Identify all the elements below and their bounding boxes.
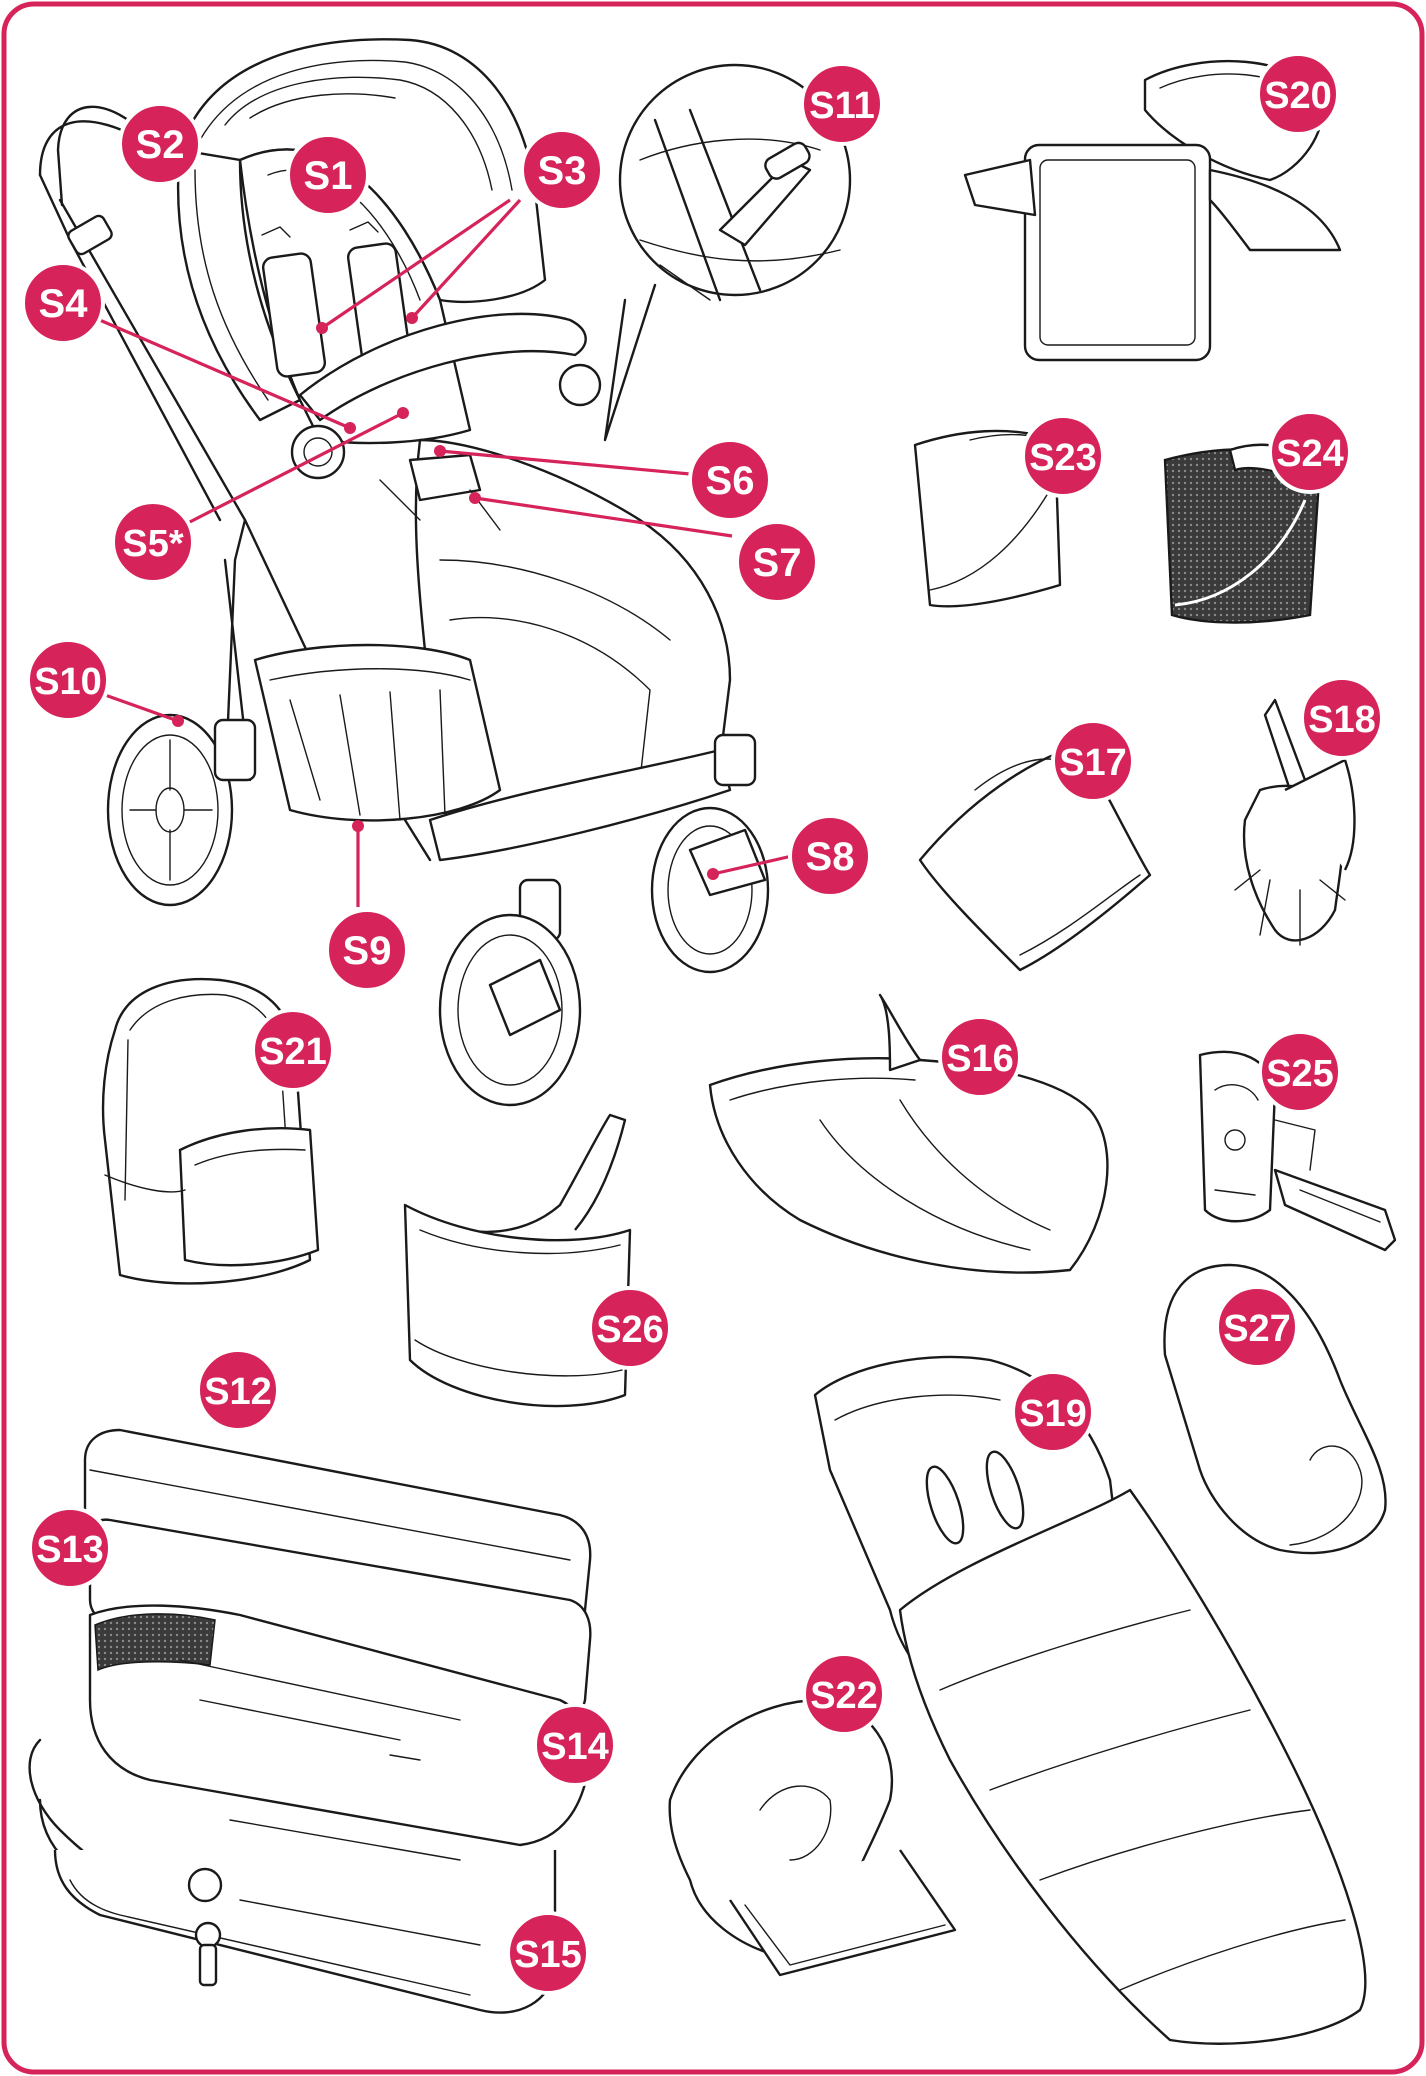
label-badge-s4: S4 bbox=[21, 261, 105, 345]
label-badge-s23: S23 bbox=[1021, 414, 1105, 498]
label-badge-s8: S8 bbox=[788, 814, 872, 898]
label-badge-s7: S7 bbox=[735, 520, 819, 604]
label-badge-s15: S15 bbox=[506, 1911, 590, 1995]
label-badge-s6: S6 bbox=[688, 438, 772, 522]
label-badge-s17: S17 bbox=[1051, 719, 1135, 803]
label-s17: S17 bbox=[1059, 742, 1127, 784]
label-badge-s14: S14 bbox=[533, 1703, 617, 1787]
label-badge-s26: S26 bbox=[588, 1286, 672, 1370]
label-s5: S5* bbox=[122, 523, 183, 565]
label-s26: S26 bbox=[596, 1309, 664, 1351]
s26-changing-bag-illustration bbox=[403, 1113, 632, 1408]
carrycot-illustration bbox=[28, 1428, 592, 2014]
label-s8: S8 bbox=[806, 835, 855, 879]
label-badge-s20: S20 bbox=[1256, 52, 1340, 136]
label-s7: S7 bbox=[753, 541, 802, 585]
label-s14: S14 bbox=[541, 1726, 609, 1768]
s21-backpack-illustration bbox=[101, 977, 320, 1285]
label-badge-s13: S13 bbox=[28, 1506, 112, 1590]
label-s2: S2 bbox=[136, 123, 185, 167]
label-s23: S23 bbox=[1029, 437, 1097, 479]
label-badge-s22: S22 bbox=[802, 1652, 886, 1736]
s22-head-support-illustration bbox=[668, 1698, 957, 1977]
s25-adapter-illustration bbox=[1198, 1050, 1397, 1252]
label-badge-s21: S21 bbox=[251, 1008, 335, 1092]
label-s11: S11 bbox=[809, 85, 875, 127]
label-s21: S21 bbox=[259, 1031, 327, 1073]
label-badge-s5: S5* bbox=[111, 500, 195, 584]
s20-organiser-illustration bbox=[963, 59, 1342, 362]
label-s16: S16 bbox=[946, 1038, 1014, 1080]
label-s13: S13 bbox=[36, 1529, 104, 1571]
label-badge-s24: S24 bbox=[1268, 410, 1352, 494]
label-badge-s18: S18 bbox=[1300, 676, 1384, 760]
label-badge-s10: S10 bbox=[26, 638, 110, 722]
label-badge-s16: S16 bbox=[938, 1015, 1022, 1099]
label-badge-s19: S19 bbox=[1011, 1370, 1095, 1454]
label-s25: S25 bbox=[1266, 1053, 1334, 1095]
label-s9: S9 bbox=[343, 929, 392, 973]
label-badge-s25: S25 bbox=[1258, 1030, 1342, 1114]
label-s12: S12 bbox=[204, 1371, 272, 1413]
label-badge-s2: S2 bbox=[118, 102, 202, 186]
label-s24: S24 bbox=[1276, 433, 1344, 475]
label-badge-s1: S1 bbox=[286, 133, 370, 217]
label-s19: S19 bbox=[1019, 1393, 1087, 1435]
s11-detail-illustration bbox=[603, 63, 852, 442]
label-badge-s11: S11 bbox=[800, 62, 884, 146]
label-s10: S10 bbox=[34, 661, 102, 703]
label-s6: S6 bbox=[706, 459, 755, 503]
s23-item-illustration bbox=[913, 429, 1062, 608]
label-s1: S1 bbox=[304, 154, 353, 198]
label-badge-s3: S3 bbox=[520, 128, 604, 212]
label-badge-s27: S27 bbox=[1215, 1285, 1299, 1369]
stroller-illustration bbox=[38, 38, 770, 1107]
s18-mitts-illustration bbox=[1234, 698, 1356, 946]
label-s22: S22 bbox=[810, 1675, 878, 1717]
label-s15: S15 bbox=[514, 1934, 582, 1976]
label-s27: S27 bbox=[1223, 1308, 1291, 1350]
label-badge-s12: S12 bbox=[196, 1348, 280, 1432]
label-s4: S4 bbox=[39, 282, 89, 326]
label-s18: S18 bbox=[1308, 699, 1376, 741]
label-badge-s9: S9 bbox=[325, 908, 409, 992]
label-s3: S3 bbox=[538, 149, 587, 193]
leader-lines bbox=[94, 198, 793, 907]
label-s20: S20 bbox=[1264, 75, 1332, 117]
s16-raincover-illustration bbox=[708, 993, 1109, 1274]
